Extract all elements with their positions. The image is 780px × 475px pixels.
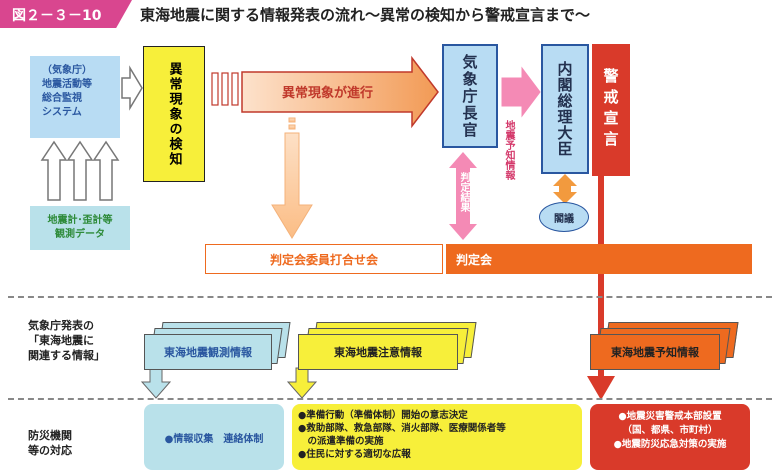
figure-label: 図２－３－10 <box>0 0 132 28</box>
anomaly-detection: 異常現象の検知 <box>143 46 205 182</box>
info-card-observation: 東海地震観測情報 <box>144 334 272 370</box>
judgment-meeting: 判定会 <box>446 244 752 274</box>
earthquake-forecast-info-label: 地震予知情報 <box>503 120 514 180</box>
warning-declaration: 警戒宣言 <box>592 44 630 176</box>
jma-info-label: 気象庁発表の 「東海地震に 関連する情報」 <box>28 319 105 362</box>
arrow-judgment-result <box>449 152 477 240</box>
arrow-adv-to-response <box>286 367 318 399</box>
jma-director: 気象庁長官 <box>442 44 498 148</box>
arrow-cabinet <box>553 174 577 204</box>
separator-bottom <box>8 398 772 400</box>
separator-top <box>8 296 772 298</box>
committee-meeting: 判定会委員打合せ会 <box>205 244 443 274</box>
prime-minister: 内閣総理大臣 <box>541 44 589 174</box>
arrow-obs-to-response <box>140 367 172 399</box>
info-card-advisory: 東海地震注意情報 <box>298 334 458 370</box>
cabinet-meeting: 閣議 <box>539 202 589 232</box>
observation-data: 地震計･歪計等 観測データ <box>30 206 130 250</box>
arrow-monitor-to-detect <box>121 65 143 111</box>
arrows-observation-up <box>40 140 120 201</box>
progress-stripes <box>211 72 239 106</box>
warning-down-line <box>598 176 604 376</box>
response-label: 防災機関 等の対応 <box>28 429 72 457</box>
diagram-title: 東海地震に関する情報発表の流れ～異常の検知から警戒宣言まで～ <box>140 6 591 24</box>
response-advisory: ●準備行動（準備体制）開始の意志決定 ●救助部隊、救急部隊、消火部隊、医療関係者… <box>292 404 582 470</box>
arrow-to-committee <box>271 117 313 239</box>
warning-arrowhead <box>587 376 615 400</box>
info-card-forecast: 東海地震予知情報 <box>590 334 720 370</box>
response-observation: ●情報収集 連絡体制 <box>144 404 284 470</box>
judgment-result-label: 判定結果 <box>458 172 469 212</box>
arrow-jma-to-pm <box>501 66 541 118</box>
anomaly-progress-label: 異常現象が進行 <box>282 86 374 101</box>
arrow-anomaly-progress <box>241 55 439 129</box>
response-forecast: ●地震災害警戒本部設置 （国、都県、市町村） ●地震防災応急対策の実施 <box>590 404 750 470</box>
monitoring-system: （気象庁） 地震活動等 総合監視 システム <box>30 56 120 138</box>
